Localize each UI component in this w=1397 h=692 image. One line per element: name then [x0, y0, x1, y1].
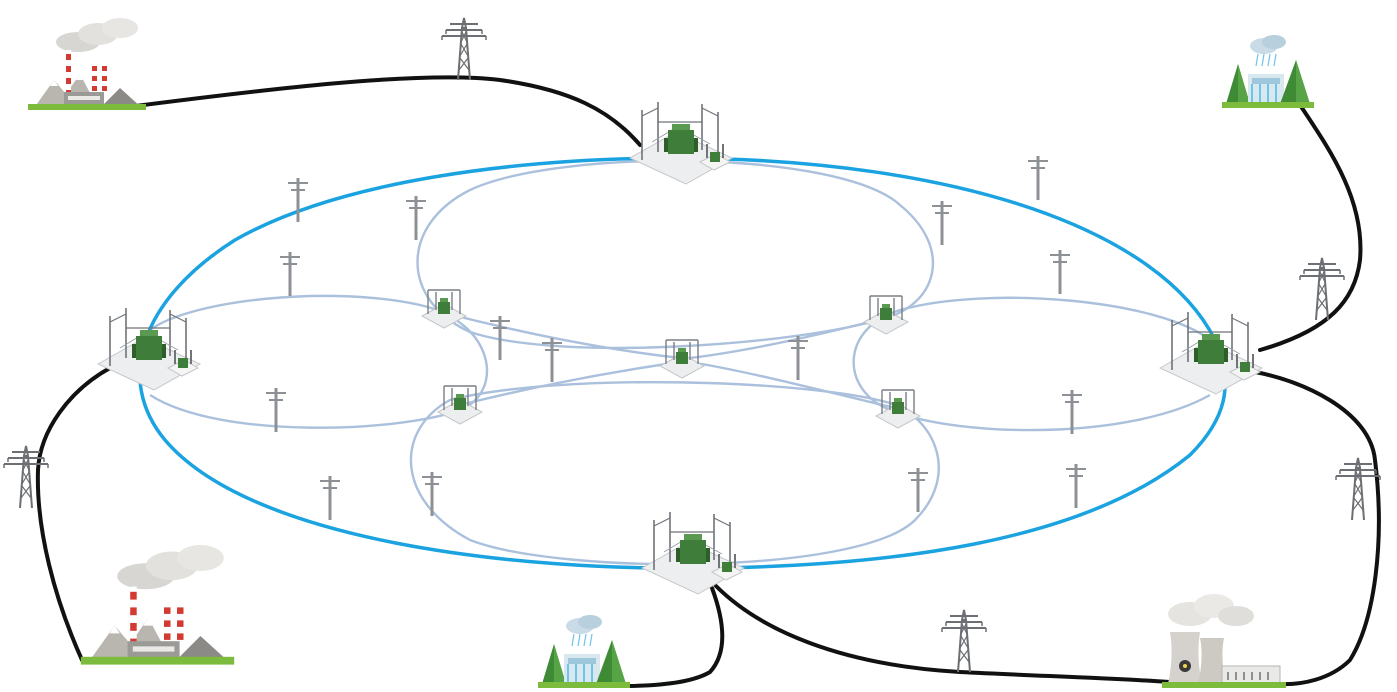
distribution-spoke-ne	[689, 316, 886, 360]
utility-pole-icon	[1066, 464, 1086, 508]
hydro-plant-icon	[537, 614, 631, 689]
nuclear-plant-icon	[1161, 593, 1287, 689]
line-thermal-top-to-substation-north	[118, 75, 642, 147]
distribution-loop-right	[852, 296, 1211, 432]
utility-pole-icon	[788, 336, 808, 380]
utility-pole-icon	[908, 468, 928, 512]
distribution-loop-bottom	[409, 380, 940, 566]
substation-icon	[1159, 311, 1263, 395]
substation-icon	[437, 385, 483, 425]
secondary-substations	[421, 289, 921, 429]
thermal-plant-icon	[28, 18, 146, 110]
distribution-spoke-se	[689, 360, 896, 410]
hydro-plant-icon	[1221, 34, 1315, 109]
utility-pole-icon	[422, 472, 442, 516]
thermal-plant-icon	[80, 545, 235, 665]
utility-pole-icon	[280, 252, 300, 296]
distribution-spoke-nw	[444, 311, 681, 360]
substation-icon	[641, 511, 745, 595]
line-hydro-top-to-substation-east	[1258, 103, 1363, 352]
distribution-spoke-sw	[459, 360, 681, 407]
generation-plants	[28, 18, 1315, 689]
transmission-tower-icon	[441, 17, 487, 81]
utility-pole-icon	[932, 201, 952, 245]
substation-icon	[629, 101, 733, 185]
line-substation-east-to-nuclear	[1253, 370, 1381, 687]
utility-pole-icon	[1028, 156, 1048, 200]
distribution-network	[149, 159, 1211, 566]
line-substation-south-to-nuclear	[714, 584, 1172, 684]
line-substation-west-to-thermal-bottom	[35, 366, 112, 662]
utility-pole-icon	[1050, 250, 1070, 294]
transmission-tower-icon	[941, 609, 987, 673]
utility-poles	[266, 156, 1086, 520]
substation-icon	[97, 307, 201, 391]
transmission-lines	[35, 75, 1381, 688]
distribution-loop-top	[416, 159, 935, 350]
transmission-tower-icon	[1335, 457, 1381, 521]
substation-icon	[863, 295, 909, 335]
line-substation-south-to-hydro-bottom	[620, 586, 725, 688]
substation-icon	[875, 389, 921, 429]
utility-pole-icon	[320, 476, 340, 520]
distribution-loop-left	[149, 294, 489, 429]
